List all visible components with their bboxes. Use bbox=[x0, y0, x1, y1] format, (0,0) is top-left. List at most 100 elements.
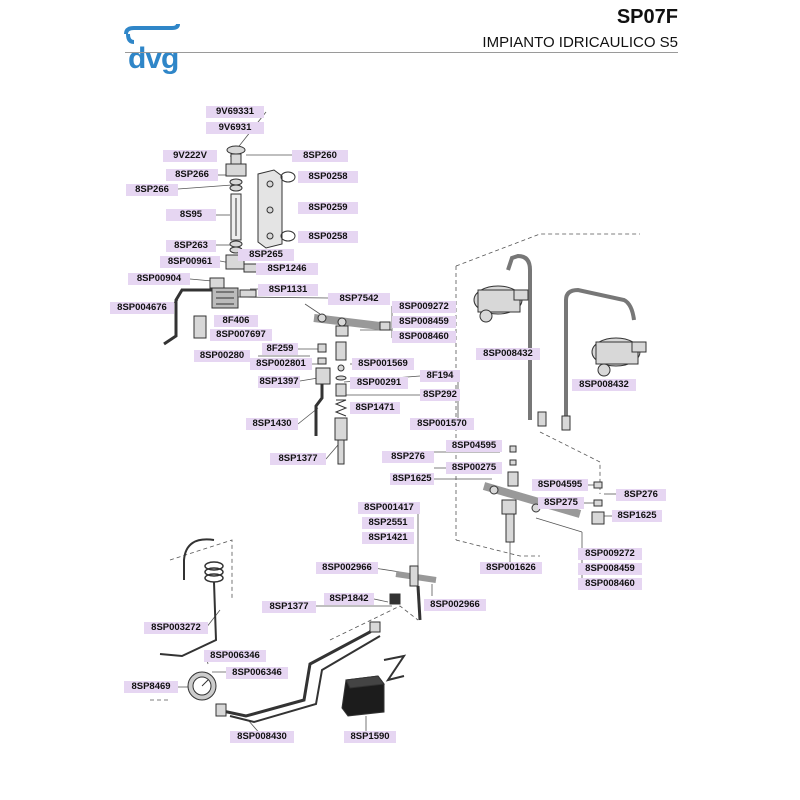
valve-body bbox=[230, 153, 242, 165]
part-label: 8SP00961 bbox=[160, 256, 220, 268]
coil-pipe bbox=[183, 538, 215, 580]
part-label: 8SP1625 bbox=[612, 510, 662, 522]
brew-group-head-left bbox=[473, 285, 529, 323]
part-label: 8SP263 bbox=[166, 240, 216, 252]
part-label: 8SP1377 bbox=[262, 601, 316, 613]
part-label: 8SP002966 bbox=[424, 599, 486, 611]
nipple bbox=[507, 471, 519, 487]
part-label: 8SP04595 bbox=[532, 479, 588, 491]
part-label: 8SP004676 bbox=[110, 302, 174, 314]
gauge-needle bbox=[201, 679, 209, 687]
o-ring bbox=[229, 240, 243, 248]
o-ring bbox=[229, 178, 243, 186]
part-label: 8SP002801 bbox=[250, 358, 312, 370]
bracket-hole bbox=[266, 180, 274, 188]
group-outline bbox=[169, 539, 233, 600]
group-outline bbox=[455, 539, 540, 557]
part-label: 8SP001569 bbox=[352, 358, 414, 370]
manifold-tee bbox=[335, 325, 349, 337]
group-outline bbox=[329, 605, 419, 641]
part-label: 8SP8469 bbox=[124, 681, 178, 693]
part-label: 8SP008460 bbox=[578, 578, 642, 590]
bracket-hole bbox=[266, 232, 274, 240]
part-label: 8SP001417 bbox=[358, 502, 420, 514]
pipe-008430b bbox=[229, 635, 381, 724]
part-label: 8SP1471 bbox=[350, 402, 400, 414]
part-label: 8SP008430 bbox=[230, 731, 294, 743]
part-label: 8SP00904 bbox=[128, 273, 190, 285]
page-code: SP07F bbox=[616, 6, 678, 28]
valve-body bbox=[335, 341, 347, 361]
part-label: 8SP008459 bbox=[392, 316, 456, 328]
part-label: 8SP008460 bbox=[392, 331, 456, 343]
valve-block bbox=[225, 163, 247, 177]
valve-001626 bbox=[505, 513, 515, 543]
part-label: 8SP001626 bbox=[480, 562, 542, 574]
pipe-004676 bbox=[163, 288, 212, 346]
jet-fitting bbox=[315, 367, 331, 385]
part-label: 8SP0258 bbox=[298, 171, 358, 183]
elbow-fitting bbox=[209, 277, 225, 289]
manifold-end bbox=[379, 321, 391, 331]
part-label: 8SP001570 bbox=[410, 418, 474, 430]
manifold-fitting bbox=[337, 317, 347, 327]
part-label: 8SP1377 bbox=[270, 453, 326, 465]
part-label: 8SP260 bbox=[292, 150, 348, 162]
leader-line bbox=[189, 278, 213, 282]
page-subtitle: IMPIANTO IDRICAULICO S5 bbox=[482, 34, 678, 51]
leader-line bbox=[373, 567, 401, 573]
ball bbox=[337, 364, 345, 372]
nipple bbox=[591, 511, 605, 525]
leader-line bbox=[535, 517, 583, 533]
manifold-fitting bbox=[317, 313, 327, 323]
part-label: 9V69331 bbox=[206, 106, 264, 118]
manifold-bar-2 bbox=[482, 482, 582, 518]
pipe-stub bbox=[337, 439, 345, 465]
leader-line bbox=[304, 303, 321, 315]
part-label: 8SP7542 bbox=[328, 293, 390, 305]
valve-stem bbox=[334, 417, 348, 441]
pipe-nut bbox=[561, 415, 571, 431]
ring bbox=[593, 499, 603, 507]
pipe-008432 bbox=[506, 253, 532, 420]
leader-line bbox=[177, 184, 233, 190]
part-label: 8SP1421 bbox=[362, 532, 414, 544]
part-label: 8SP1131 bbox=[258, 284, 318, 296]
part-label: 8SP00291 bbox=[350, 377, 408, 389]
part-label: 8F406 bbox=[214, 315, 258, 327]
part-label: 8SP0259 bbox=[298, 202, 358, 214]
part-label: 8SP276 bbox=[382, 451, 434, 463]
part-label: 8SP008432 bbox=[476, 348, 540, 360]
part-label: 8SP002966 bbox=[316, 562, 378, 574]
part-label: 9V6931 bbox=[206, 122, 264, 134]
part-label: 8SP266 bbox=[166, 169, 218, 181]
part-label: 8SP2551 bbox=[362, 517, 414, 529]
valve-00280 bbox=[193, 315, 207, 339]
part-label: 8SP265 bbox=[238, 249, 294, 261]
leader-line bbox=[205, 609, 221, 629]
washer bbox=[280, 171, 296, 183]
part-label: 8SP008432 bbox=[572, 379, 636, 391]
part-label: 8SP00280 bbox=[194, 350, 250, 362]
leader-line bbox=[299, 377, 319, 382]
pipe-nut bbox=[537, 411, 547, 427]
part-label: 8SP1397 bbox=[258, 376, 300, 388]
group-outline bbox=[455, 233, 640, 267]
t-branch bbox=[409, 565, 419, 587]
bracket-hole bbox=[266, 206, 274, 214]
part-label: 8SP009272 bbox=[578, 548, 642, 560]
pipe-nut bbox=[369, 621, 381, 633]
small-ring bbox=[317, 343, 327, 353]
small-ring bbox=[317, 357, 327, 365]
washer bbox=[280, 230, 296, 242]
part-label: 8F194 bbox=[420, 370, 460, 382]
pipe-1430 bbox=[314, 384, 324, 436]
part-label: 8SP1246 bbox=[256, 263, 318, 275]
part-label: 8SP003272 bbox=[144, 622, 208, 634]
seal-holder bbox=[335, 383, 347, 397]
part-label: 8SP04595 bbox=[446, 440, 502, 452]
part-label: 8F259 bbox=[262, 343, 298, 355]
part-label: 8SP006346 bbox=[226, 667, 288, 679]
part-label: 8SP0258 bbox=[298, 231, 358, 243]
